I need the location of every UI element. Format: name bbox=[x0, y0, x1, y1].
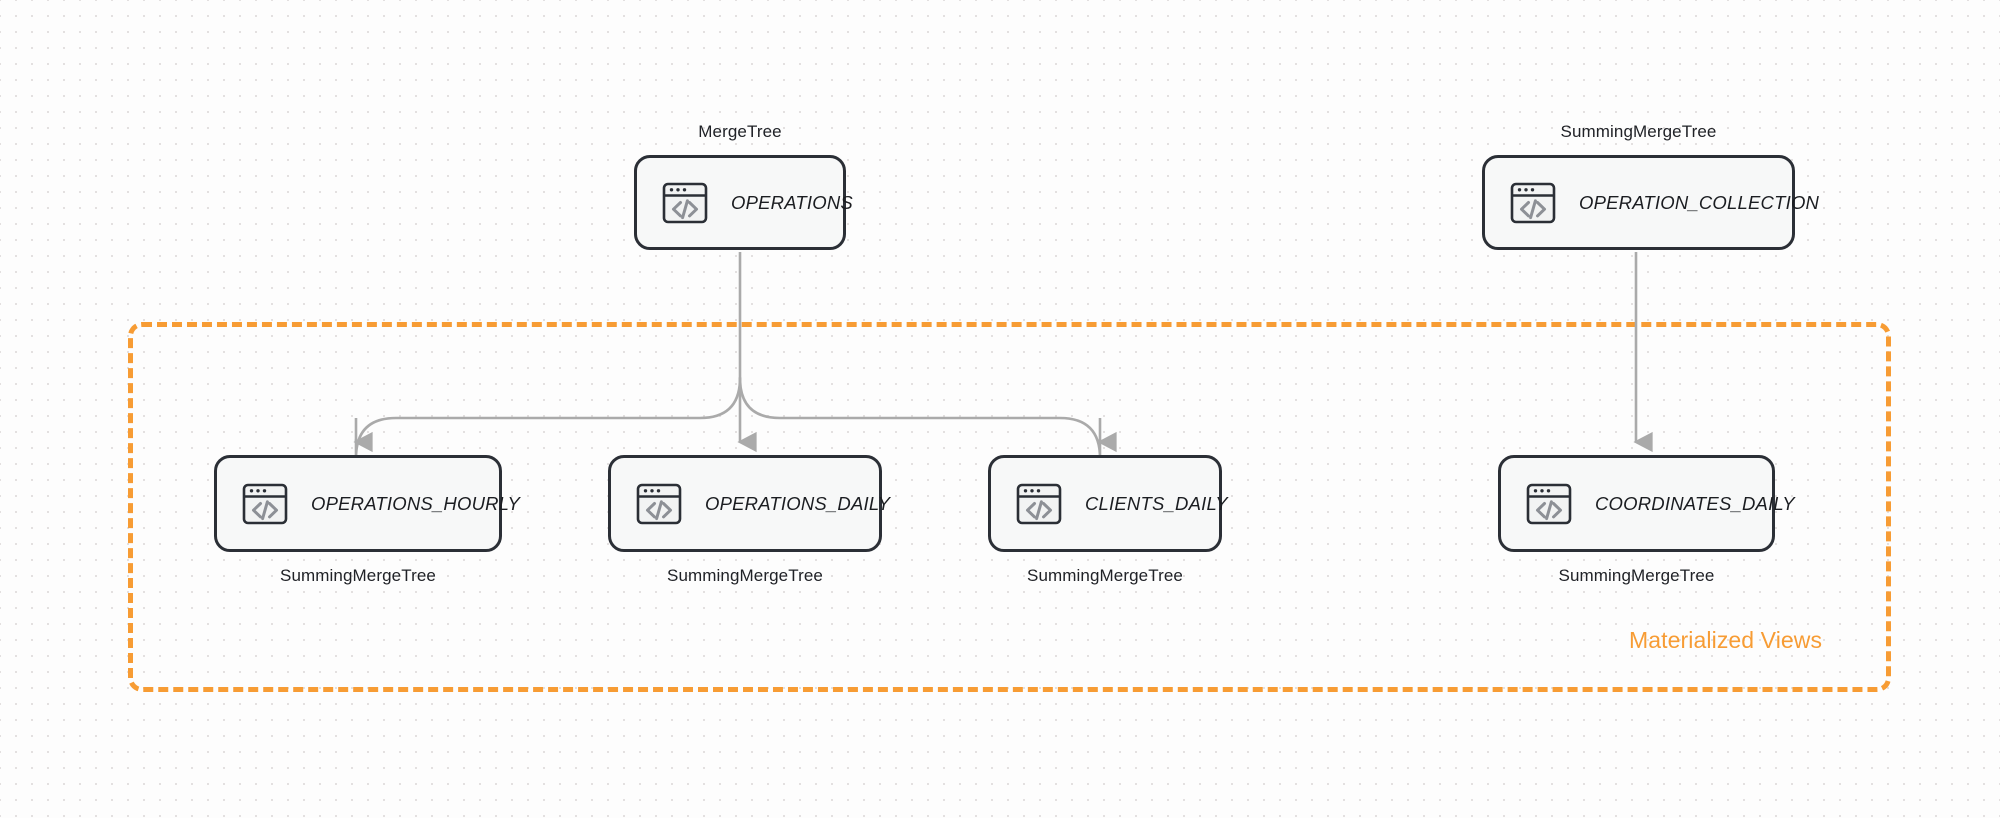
engine-label-coordinates_daily: SummingMergeTree bbox=[1558, 566, 1715, 585]
node-clients_daily[interactable]: CLIENTS_DAILY bbox=[988, 455, 1228, 552]
engine-label-operations_hourly: SummingMergeTree bbox=[280, 566, 436, 585]
node-title-operation_collection: OPERATION_COLLECTION bbox=[1579, 191, 1820, 213]
materialized-views-group bbox=[128, 322, 1891, 692]
materialized-views-group-label: Materialized Views bbox=[1629, 627, 1823, 653]
node-title-operations_hourly: OPERATIONS_HOURLY bbox=[311, 492, 521, 514]
node-title-operations_daily: OPERATIONS_DAILY bbox=[705, 492, 891, 514]
node-operations[interactable]: OPERATIONS bbox=[634, 155, 853, 250]
code-window-icon bbox=[662, 182, 708, 223]
code-window-icon bbox=[1016, 483, 1062, 524]
engine-label-operation_collection: SummingMergeTree bbox=[1560, 122, 1717, 141]
node-title-coordinates_daily: COORDINATES_DAILY bbox=[1595, 492, 1795, 514]
node-coordinates_daily[interactable]: COORDINATES_DAILY bbox=[1498, 455, 1795, 552]
node-title-operations: OPERATIONS bbox=[731, 191, 853, 213]
node-operations_hourly[interactable]: OPERATIONS_HOURLY bbox=[214, 455, 520, 552]
code-window-icon bbox=[1510, 182, 1556, 223]
code-window-icon bbox=[1526, 483, 1572, 524]
engine-label-operations: MergeTree bbox=[698, 122, 782, 141]
code-window-icon bbox=[636, 483, 682, 524]
engine-label-clients_daily: SummingMergeTree bbox=[1027, 566, 1183, 585]
code-window-icon bbox=[242, 483, 288, 524]
node-title-clients_daily: CLIENTS_DAILY bbox=[1085, 492, 1228, 514]
node-operation_collection[interactable]: OPERATION_COLLECTION bbox=[1482, 155, 1819, 250]
engine-label-operations_daily: SummingMergeTree bbox=[667, 566, 823, 585]
node-operations_daily[interactable]: OPERATIONS_DAILY bbox=[608, 455, 890, 552]
